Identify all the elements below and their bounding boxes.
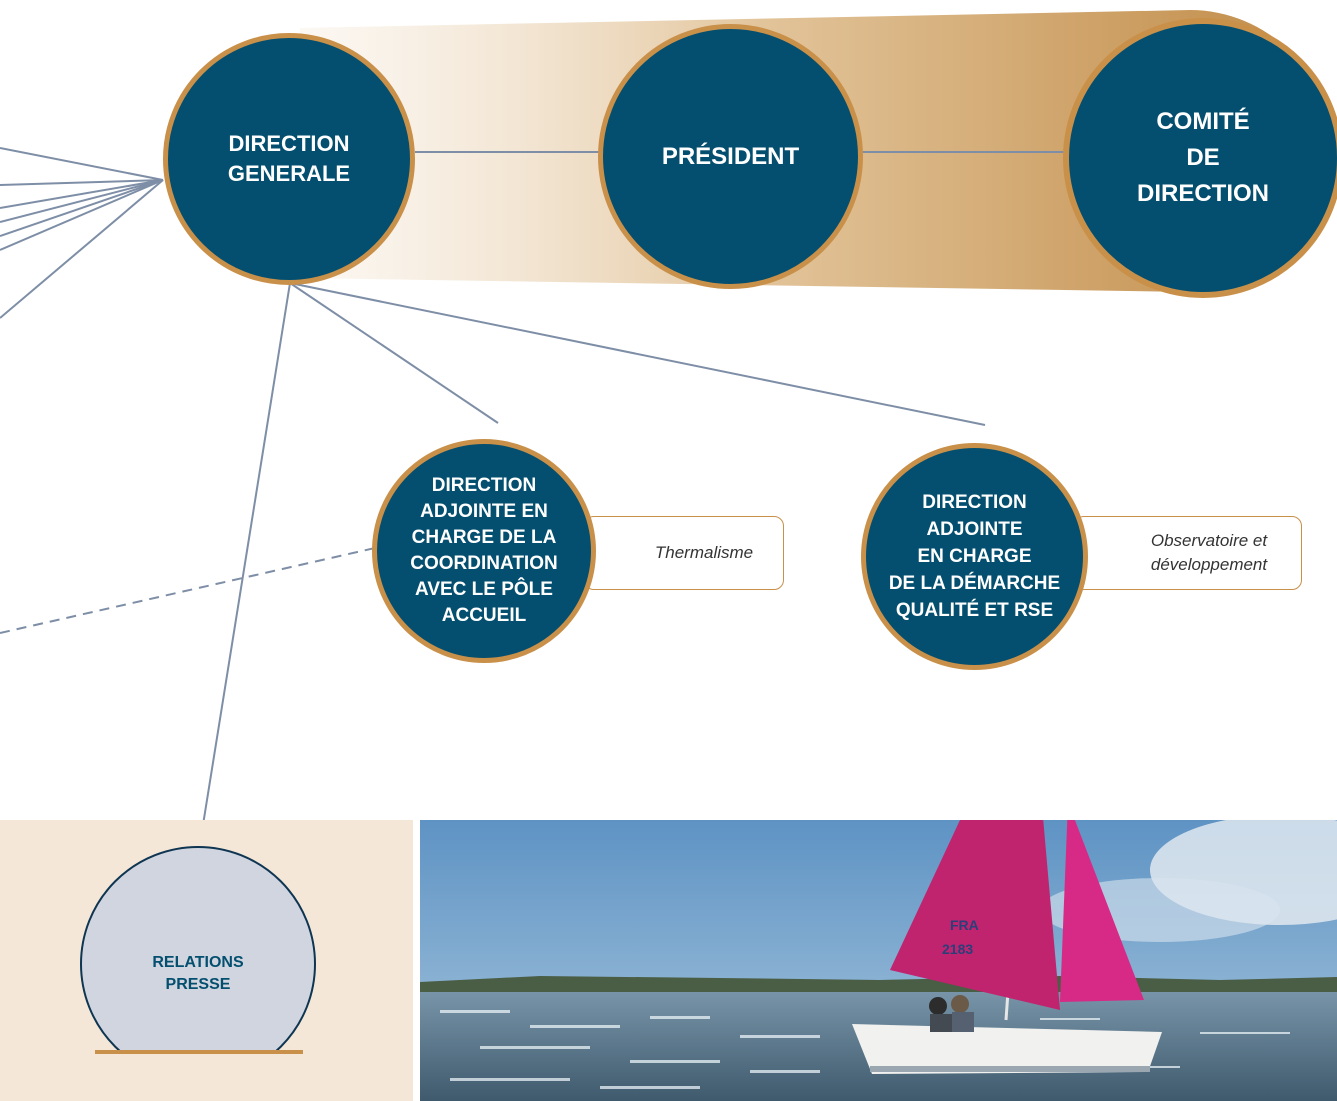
sailor	[951, 995, 969, 1013]
relations-presse-label: RELATIONS PRESSE	[152, 954, 244, 993]
direction-adjointe-coordination-label: DIRECTION ADJOINTE EN CHARGE DE LA COORD…	[410, 475, 558, 626]
direction-adjointe-qualite-node[interactable]: DIRECTION ADJOINTE EN CHARGE DE LA DÉMAR…	[861, 443, 1088, 670]
sailor-body	[952, 1012, 974, 1032]
svg-text:2183: 2183	[942, 941, 973, 957]
direction-generale-node[interactable]: DIRECTION GENERALE	[163, 33, 415, 285]
comite-direction-label: COMITÉ DE DIRECTION	[1137, 108, 1269, 207]
direction-adjointe-coordination-node[interactable]: DIRECTION ADJOINTE EN CHARGE DE LA COORD…	[372, 439, 596, 663]
relations-presse-node[interactable]	[80, 846, 316, 1082]
connector-lines	[0, 147, 1064, 857]
sailboat-photo: FRA 2183	[420, 820, 1337, 1101]
svg-text:FRA: FRA	[950, 917, 979, 933]
direction-adjointe-qualite-label: DIRECTION ADJOINTE EN CHARGE DE LA DÉMAR…	[888, 492, 1061, 621]
sailboat-photo-illustration: FRA 2183	[420, 820, 1337, 1101]
relations-presse-baseline	[95, 1050, 303, 1054]
jib-sail	[1060, 820, 1144, 1002]
sailor-body	[930, 1014, 952, 1032]
hull-shadow	[870, 1066, 1150, 1072]
direction-generale-label: DIRECTION GENERALE	[227, 131, 351, 186]
president-label: PRÉSIDENT	[661, 142, 800, 170]
relations-presse-cover	[60, 1054, 340, 1094]
observatoire-tag: Observatoire et développement	[1074, 516, 1302, 590]
president-node[interactable]: PRÉSIDENT	[598, 24, 863, 289]
comite-direction-node[interactable]: COMITÉ DE DIRECTION	[1063, 18, 1337, 298]
sailor	[929, 997, 947, 1015]
main-sail	[890, 820, 1060, 1010]
thermalisme-tag: Thermalisme	[584, 516, 784, 590]
boat-hull	[852, 1024, 1162, 1074]
